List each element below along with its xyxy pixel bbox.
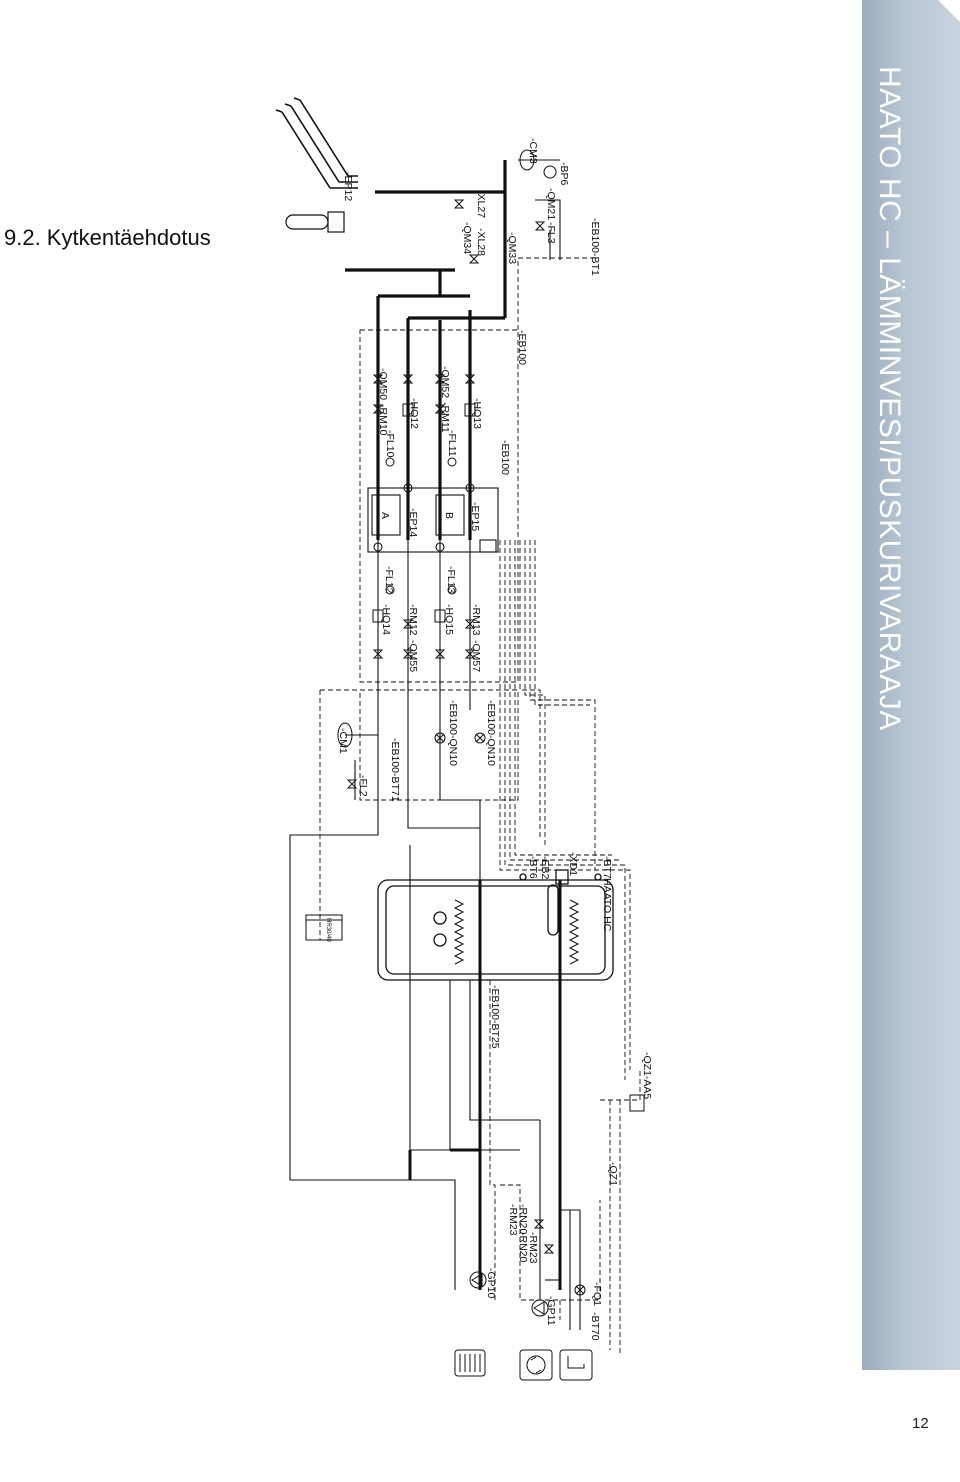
label-module-a: A xyxy=(379,512,391,519)
label-qm55: -QM55 xyxy=(407,640,419,672)
label-eb100-bt71: -EB100-BT71 xyxy=(389,738,401,802)
label-fl13: -FL13 xyxy=(445,566,457,594)
storage-tank xyxy=(377,869,614,981)
label-eb100-qn10-b: -EB100-QN10 xyxy=(485,700,497,766)
label-qm21: -QM21 xyxy=(545,188,557,220)
label-fl10: -FL10 xyxy=(384,430,396,458)
label-ep15: -EP15 xyxy=(469,502,481,531)
page-number: 12 xyxy=(912,1415,929,1432)
label-module-b: B xyxy=(443,512,455,519)
label-hq14: -HQ14 xyxy=(380,604,392,635)
label-cm1: -CM1 xyxy=(337,728,349,754)
label-qm52: -QM52 xyxy=(439,366,451,398)
label-eb100-bt1: -EB100-BT1 xyxy=(589,218,601,276)
label-eb2: -EB2 xyxy=(539,856,551,880)
label-cm3: -CM3 xyxy=(527,138,539,164)
label-fl3: -FL3 xyxy=(545,222,557,244)
label-fl2: -FL2 xyxy=(357,775,369,797)
label-xl27: -XL27 xyxy=(475,190,487,218)
label-rn20-a: -RN20 xyxy=(517,1204,529,1235)
label-ep14: -EP14 xyxy=(407,508,419,537)
banner-corner-notch xyxy=(938,0,960,22)
solar-collector-icon xyxy=(275,97,358,233)
label-haato-hc: HAATO HC xyxy=(601,878,613,932)
label-hq12: -HQ12 xyxy=(408,398,420,429)
label-rm10: -RM10 xyxy=(377,404,389,436)
label-hr30-40: HR30/40 xyxy=(325,918,331,942)
label-xl28: -XL28 xyxy=(475,228,487,256)
label-fl11: -FL11 xyxy=(446,430,458,457)
label-bt6: -BT6 xyxy=(527,856,539,879)
label-fl12: -FL12 xyxy=(383,566,395,594)
label-bt7: -BT7 xyxy=(601,856,613,879)
label-rn20-b: -RN20 xyxy=(517,1232,529,1263)
label-fq1: -FQ1 xyxy=(591,1282,603,1306)
label-qm33: -QM33 xyxy=(506,232,518,264)
label-hq13: -HQ13 xyxy=(471,398,483,429)
label-gp11: -GP11 xyxy=(545,1296,557,1326)
label-ep12: -EP12 xyxy=(342,172,354,201)
label-xd1: -XD1 xyxy=(567,852,579,876)
page-title: 9.2. Kytkentäehdotus xyxy=(4,225,211,250)
label-qz1-aa5: -QZ1-AA5 xyxy=(641,1052,653,1099)
label-eb100-mid: -EB100 xyxy=(499,440,511,475)
label-bp6: -BP6 xyxy=(558,162,570,186)
label-gp10: -GP10 xyxy=(485,1268,497,1299)
label-qm34: -QM34 xyxy=(461,222,473,254)
label-rm11: -RM11 xyxy=(439,402,451,433)
label-qz1: -QZ1 xyxy=(607,1162,619,1186)
label-rm23-b: -RM23 xyxy=(527,1232,539,1264)
label-rm12: -RM12 xyxy=(407,604,419,636)
label-hq15: -HQ15 xyxy=(443,604,455,635)
label-eb100-top: -EB100 xyxy=(516,330,528,365)
label-qm50: -QM50 xyxy=(377,368,389,400)
side-banner: HAATO HC – LÄMMINVESI/PUSKURIVARAAJA xyxy=(862,0,960,1370)
label-eb100-qn10-a: -EB100-QN10 xyxy=(447,700,459,766)
label-bt70: -BT70 xyxy=(589,1312,601,1341)
label-eb100-bt25: -EB100-BT25 xyxy=(489,985,501,1049)
label-rm23-a: -RM23 xyxy=(507,1204,519,1236)
label-rm13: -RM13 xyxy=(470,604,482,636)
label-qm57: -QM57 xyxy=(470,640,482,672)
